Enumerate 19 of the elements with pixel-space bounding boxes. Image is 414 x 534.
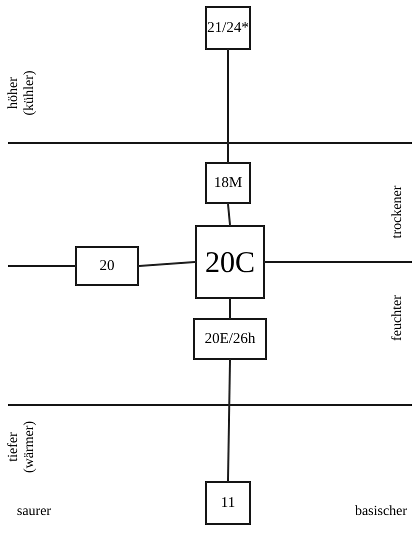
connector-line (227, 360, 231, 482)
connector-line (227, 50, 229, 162)
value-box: 20 (75, 246, 139, 286)
axis-label: saurer (16, 504, 52, 520)
connector-line (265, 261, 412, 263)
value-box: 20E/26h (193, 318, 267, 360)
connector-line (229, 299, 231, 318)
axis-label: basischer (354, 504, 408, 520)
connector-line (138, 261, 196, 267)
connector-line (227, 204, 231, 226)
axis-label: feuchter (390, 294, 406, 343)
axis-label: trockener (390, 184, 406, 240)
axis-label: höher (kühler) (6, 69, 38, 118)
value-box: 18M (205, 162, 251, 204)
connector-line (8, 265, 75, 267)
value-box: 20C (195, 225, 265, 299)
value-box: 21/24* (205, 6, 251, 50)
value-box: 11 (205, 481, 251, 525)
axis-label: tiefer (wärmer) (6, 420, 38, 476)
